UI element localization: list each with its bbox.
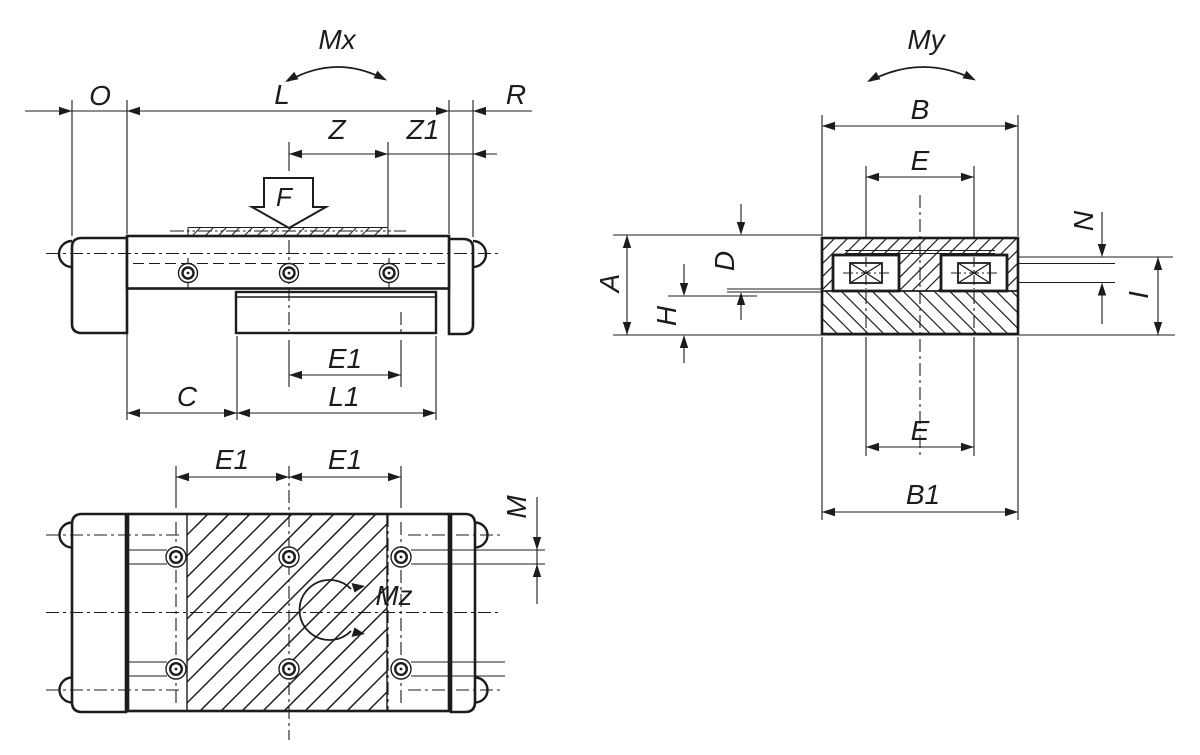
dim-label-n: N [1068, 210, 1099, 232]
moment-label-mx: Mx [318, 24, 356, 55]
force-arrow [248, 177, 330, 230]
dim-label-z: Z [328, 114, 346, 145]
moment-label-mz: Mz [375, 580, 413, 611]
top-screw-holes [165, 546, 412, 680]
dim-label-a: A [594, 273, 625, 293]
dim-label-r: R [505, 79, 527, 110]
dim-label-e1-left: E1 [214, 444, 250, 475]
front-screw-holes [177, 262, 400, 284]
dim-label-l: L [274, 79, 290, 110]
dim-label-d: D [709, 250, 740, 272]
dim-label-l1: L1 [328, 381, 360, 412]
dim-label-e-bottom: E [910, 415, 930, 446]
top-view [46, 466, 545, 740]
dim-label-e1-right: E1 [327, 444, 363, 475]
dim-label-b: B [910, 94, 930, 125]
dim-label-c: C [176, 381, 198, 412]
dim-label-h: H [651, 305, 682, 327]
dim-label-e1-front: E1 [327, 343, 363, 374]
dim-label-e-top: E [910, 145, 930, 176]
dim-label-m: M [501, 495, 532, 519]
dim-label-o: O [89, 80, 111, 111]
front-view [25, 66, 532, 420]
dim-label-i: I [1123, 291, 1154, 299]
moment-label-my: My [907, 24, 945, 55]
dim-label-z1: Z1 [406, 114, 440, 145]
section-view [613, 66, 1175, 520]
force-label-f: F [276, 182, 292, 212]
dim-label-b1: B1 [905, 479, 941, 510]
